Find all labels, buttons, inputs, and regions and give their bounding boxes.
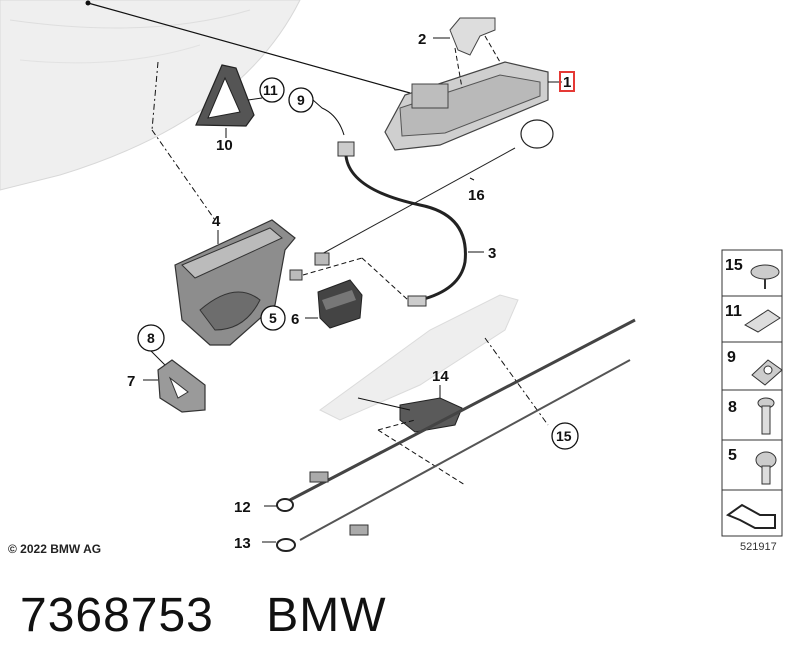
- callout-14: 14: [432, 368, 449, 385]
- part-6-actuator: [317, 279, 363, 329]
- side-label-9: 9: [727, 349, 736, 366]
- callout-10: 10: [216, 137, 233, 154]
- callout-3: 3: [488, 245, 496, 262]
- part-1-handle-housing: [384, 61, 562, 151]
- part-10-trim-ring: [195, 64, 255, 138]
- callout-6: 6: [291, 311, 299, 328]
- callout-1: 1: [563, 74, 571, 91]
- side-parts-panel: 15 11 9 8 5: [721, 249, 783, 537]
- side-label-15: 15: [725, 257, 743, 274]
- callout-4: 4: [212, 213, 221, 230]
- callout-5: 5: [269, 310, 277, 326]
- copyright-text: © 2022 BMW AG: [8, 542, 102, 556]
- side-label-11: 11: [725, 303, 742, 320]
- brand-name: BMW: [266, 589, 387, 642]
- trunk-lid-shape: [0, 0, 301, 191]
- diagram-code: 521917: [740, 541, 777, 553]
- part-3-cable: [319, 119, 554, 307]
- footer: 7368753 BMW: [20, 588, 387, 643]
- callout-13: 13: [234, 535, 251, 552]
- parts-diagram: 1 2 10 11 9 3 16 4: [0, 0, 783, 552]
- callout-16: 16: [468, 187, 485, 204]
- side-label-8: 8: [728, 399, 737, 416]
- callout-15: 15: [556, 428, 572, 444]
- side-label-5: 5: [728, 447, 737, 464]
- part-number: 7368753: [20, 589, 214, 642]
- callout-9: 9: [297, 92, 305, 108]
- part-2-clip: [433, 17, 501, 89]
- part-7-striker: [157, 359, 206, 413]
- callout-2: 2: [418, 31, 426, 48]
- part-15-bracket: [319, 294, 519, 421]
- callout-12: 12: [234, 499, 251, 516]
- callout-11: 11: [263, 82, 278, 98]
- callout-8: 8: [147, 330, 155, 346]
- callout-7: 7: [127, 373, 135, 390]
